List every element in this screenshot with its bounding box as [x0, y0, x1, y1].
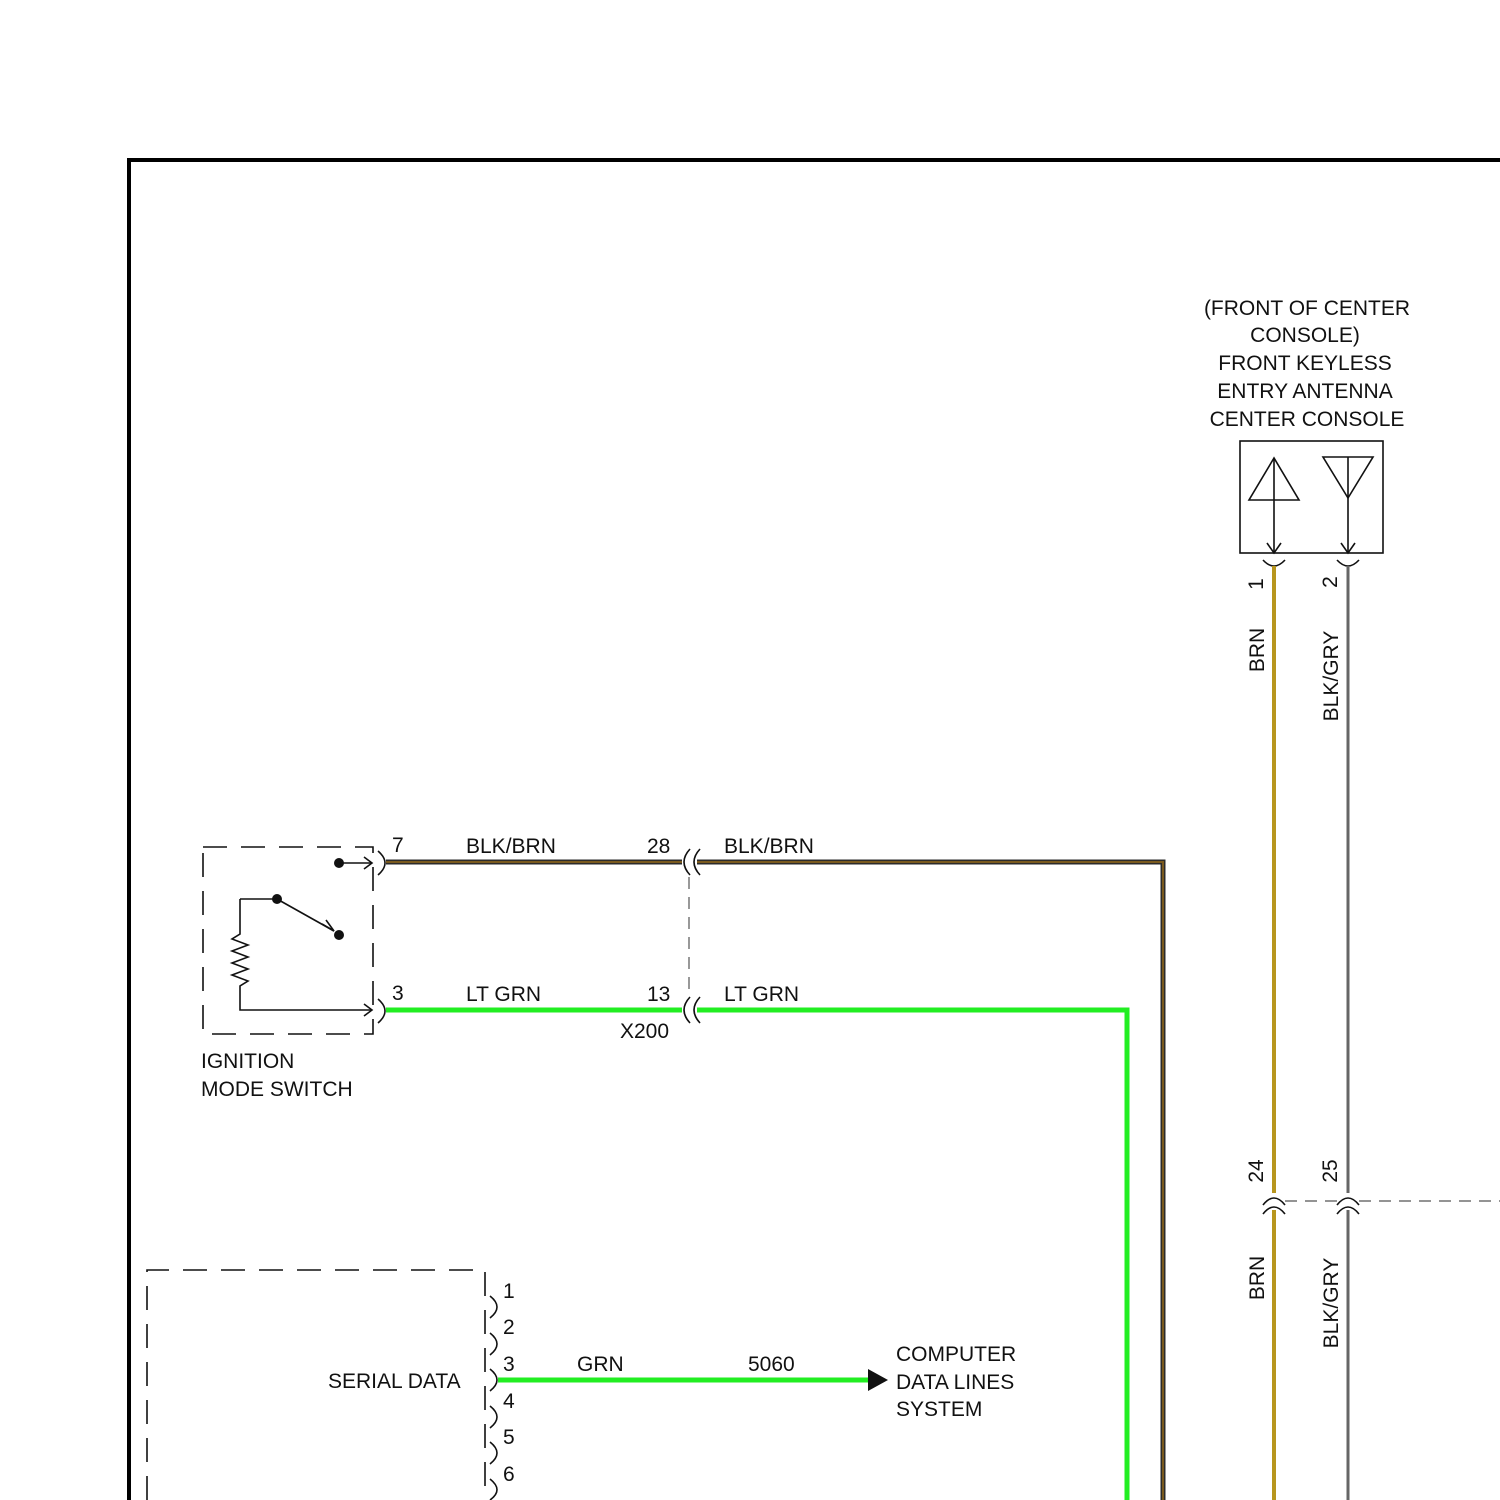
lt-grn-label-left: LT GRN — [466, 983, 541, 1006]
switch-lever-icon — [272, 894, 344, 940]
lt-grn-label-right: LT GRN — [724, 983, 799, 1006]
antenna-pin1-connector — [1263, 560, 1285, 566]
serial-dest-line2: DATA LINES — [896, 1371, 1014, 1394]
ignition-pin7-number: 7 — [392, 834, 404, 857]
antenna-receive-icon — [1323, 457, 1373, 553]
ignition-switch-name-line2: MODE SWITCH — [201, 1078, 353, 1101]
module-pin-3: 3 — [503, 1353, 515, 1376]
antenna-location-line2: CONSOLE) — [1250, 324, 1360, 347]
blk-gry-wire-label-upper: BLK/GRY — [1320, 631, 1343, 722]
ignition-pin3-connector — [378, 999, 385, 1023]
ignition-mode-switch: 7 3 IGNITION MODE SWITCH — [201, 834, 404, 1101]
brn-wire-label-upper: BRN — [1246, 628, 1269, 672]
ignition-pin7-connector — [378, 851, 385, 875]
antenna-name-line3: CENTER CONSOLE — [1210, 408, 1405, 431]
ignition-switch-name-line1: IGNITION — [201, 1050, 294, 1073]
x200-pin28: 28 — [647, 835, 670, 858]
serial-dest-line3: SYSTEM — [896, 1398, 982, 1421]
blk-gry-wire-label-lower: BLK/GRY — [1320, 1258, 1343, 1349]
module-pin-1: 1 — [503, 1280, 515, 1303]
x200-label: X200 — [620, 1020, 669, 1043]
module: SERIAL DATA 1 2 3 4 5 6 — [147, 1270, 515, 1500]
inline-connector-pin24: 24 — [1245, 1159, 1268, 1183]
circuit-number: 5060 — [748, 1353, 795, 1376]
grn-serial-wire: GRN 5060 COMPUTER DATA LINES SYSTEM — [498, 1343, 1016, 1421]
antenna-name-line2: ENTRY ANTENNA — [1217, 380, 1392, 403]
module-pin-5: 5 — [503, 1426, 515, 1449]
module-pin-4: 4 — [503, 1390, 515, 1413]
antenna-transmit-icon — [1249, 458, 1299, 553]
brn-wire-label-lower: BRN — [1246, 1256, 1269, 1300]
resistor-icon — [232, 899, 372, 1016]
serial-dest-line1: COMPUTER — [896, 1343, 1016, 1366]
lt-grn-wire: LT GRN LT GRN — [386, 983, 1127, 1500]
antenna-pin2-number: 2 — [1319, 576, 1342, 588]
antenna-pin1-number: 1 — [1245, 578, 1268, 590]
blk-brn-label-left: BLK/BRN — [466, 835, 556, 858]
blk-brn-label-right: BLK/BRN — [724, 835, 814, 858]
grn-label: GRN — [577, 1353, 624, 1376]
antenna-name-line1: FRONT KEYLESS — [1218, 352, 1392, 375]
antenna-location-line1: (FRONT OF CENTER — [1204, 297, 1410, 320]
module-pin-6: 6 — [503, 1463, 515, 1486]
serial-arrow-icon — [868, 1369, 888, 1391]
ignition-pin3-number: 3 — [392, 982, 404, 1005]
blk-gry-wire: BLK/GRY BLK/GRY — [1320, 566, 1348, 1500]
front-keyless-entry-antenna: (FRONT OF CENTER CONSOLE) FRONT KEYLESS … — [1204, 297, 1410, 590]
serial-data-label: SERIAL DATA — [328, 1370, 461, 1393]
inline-connector: 24 25 — [1245, 1159, 1500, 1214]
brn-wire: BRN BRN — [1246, 566, 1274, 1500]
ignition-switch-box — [203, 847, 373, 1034]
x200-pin13: 13 — [647, 983, 670, 1006]
inline-connector-pin25: 25 — [1319, 1159, 1342, 1182]
module-pin-2: 2 — [503, 1316, 515, 1339]
antenna-pin2-connector — [1337, 560, 1359, 566]
module-pin-connectors — [490, 1296, 497, 1500]
